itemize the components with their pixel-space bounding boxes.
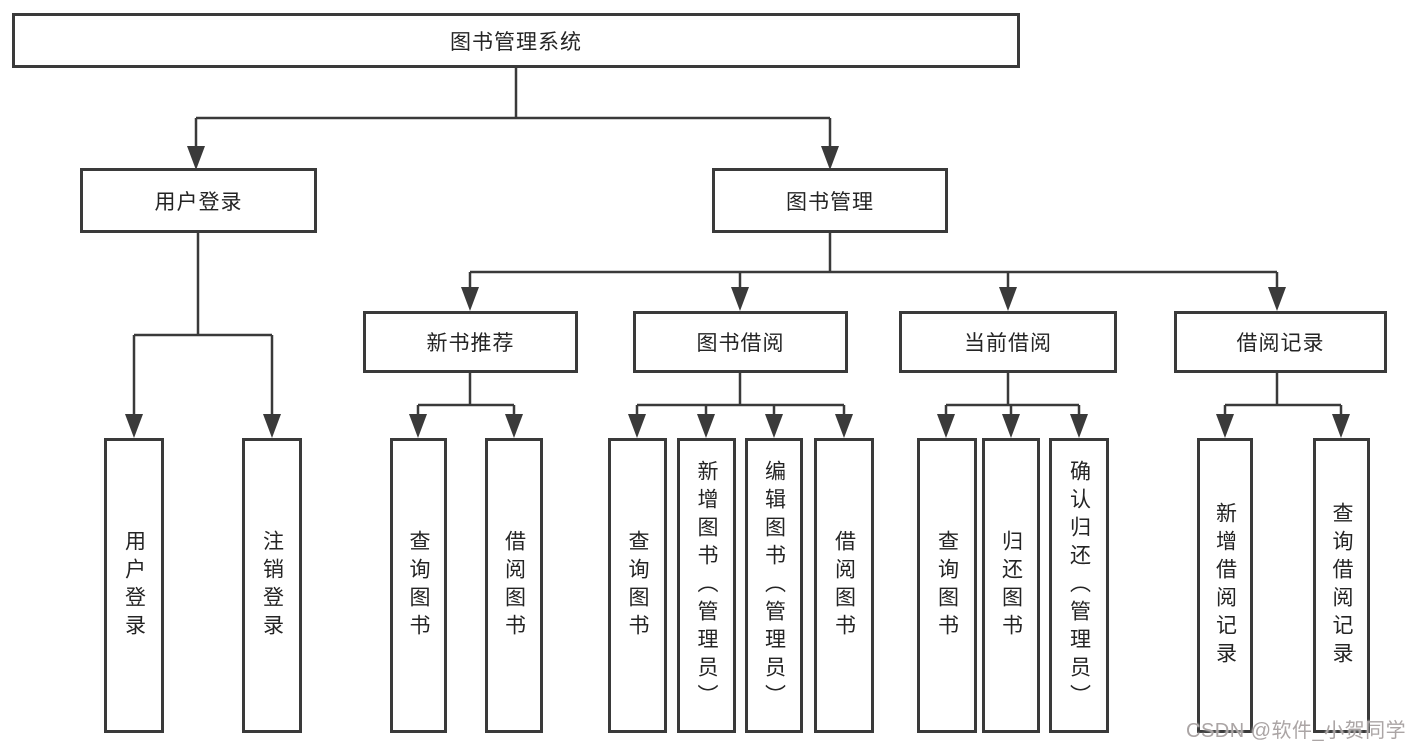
leaf-return-books: 归还图书 bbox=[982, 438, 1040, 733]
arrowheads bbox=[125, 146, 1350, 438]
leaf-borrow-books-recommend: 借阅图书 bbox=[485, 438, 543, 733]
leaf-edit-book-admin: 编辑图书（管理员） bbox=[745, 438, 803, 733]
leaf-confirm-return-admin-label: 确认归还（管理员） bbox=[1067, 459, 1091, 712]
leaf-query-books-recommend-label: 查询图书 bbox=[407, 529, 430, 642]
leaf-logout: 注销登录 bbox=[242, 438, 302, 733]
leaf-add-book-admin-label: 新增图书（管理员） bbox=[695, 459, 718, 712]
leaf-add-book-admin: 新增图书（管理员） bbox=[677, 438, 736, 733]
leaf-user-login-label: 用户登录 bbox=[122, 529, 146, 642]
node-book-management: 图书管理 bbox=[712, 168, 948, 233]
leaf-confirm-return-admin: 确认归还（管理员） bbox=[1049, 438, 1109, 733]
node-borrowing-records-label: 借阅记录 bbox=[1236, 332, 1325, 355]
csdn-watermark: CSDN @软件_小贺同学 bbox=[1186, 720, 1405, 742]
leaf-query-books-recommend: 查询图书 bbox=[390, 438, 447, 733]
node-user-login: 用户登录 bbox=[80, 168, 317, 233]
leaf-query-books-current-label: 查询图书 bbox=[935, 529, 959, 642]
node-book-borrowing-label: 图书借阅 bbox=[696, 332, 785, 355]
leaf-add-borrow-record: 新增借阅记录 bbox=[1197, 438, 1253, 733]
node-book-management-label: 图书管理 bbox=[786, 190, 874, 214]
leaf-return-books-label: 归还图书 bbox=[999, 529, 1023, 642]
leaf-user-login: 用户登录 bbox=[104, 438, 164, 733]
node-new-book-recommend: 新书推荐 bbox=[363, 311, 578, 373]
node-borrowing-records: 借阅记录 bbox=[1174, 311, 1387, 373]
leaf-query-borrow-record: 查询借阅记录 bbox=[1313, 438, 1370, 733]
leaf-logout-label: 注销登录 bbox=[260, 529, 284, 642]
node-user-login-label: 用户登录 bbox=[154, 190, 243, 214]
leaf-borrow-books-recommend-label: 借阅图书 bbox=[502, 529, 526, 642]
leaf-borrow-books: 借阅图书 bbox=[814, 438, 874, 733]
node-root: 图书管理系统 bbox=[12, 13, 1020, 68]
node-current-borrowing-label: 当前借阅 bbox=[964, 332, 1052, 355]
leaf-add-borrow-record-label: 新增借阅记录 bbox=[1213, 501, 1237, 670]
node-book-borrowing: 图书借阅 bbox=[633, 311, 848, 373]
leaf-query-borrow-record-label: 查询借阅记录 bbox=[1330, 501, 1353, 670]
leaf-query-books-borrowing-label: 查询图书 bbox=[626, 529, 649, 642]
leaf-edit-book-admin-label: 编辑图书（管理员） bbox=[762, 459, 786, 712]
leaf-query-books-current: 查询图书 bbox=[917, 438, 977, 733]
leaf-borrow-books-label: 借阅图书 bbox=[832, 529, 856, 642]
leaf-query-books-borrowing: 查询图书 bbox=[608, 438, 667, 733]
node-current-borrowing: 当前借阅 bbox=[899, 311, 1117, 373]
node-new-book-recommend-label: 新书推荐 bbox=[426, 332, 515, 355]
node-root-label: 图书管理系统 bbox=[450, 30, 582, 54]
